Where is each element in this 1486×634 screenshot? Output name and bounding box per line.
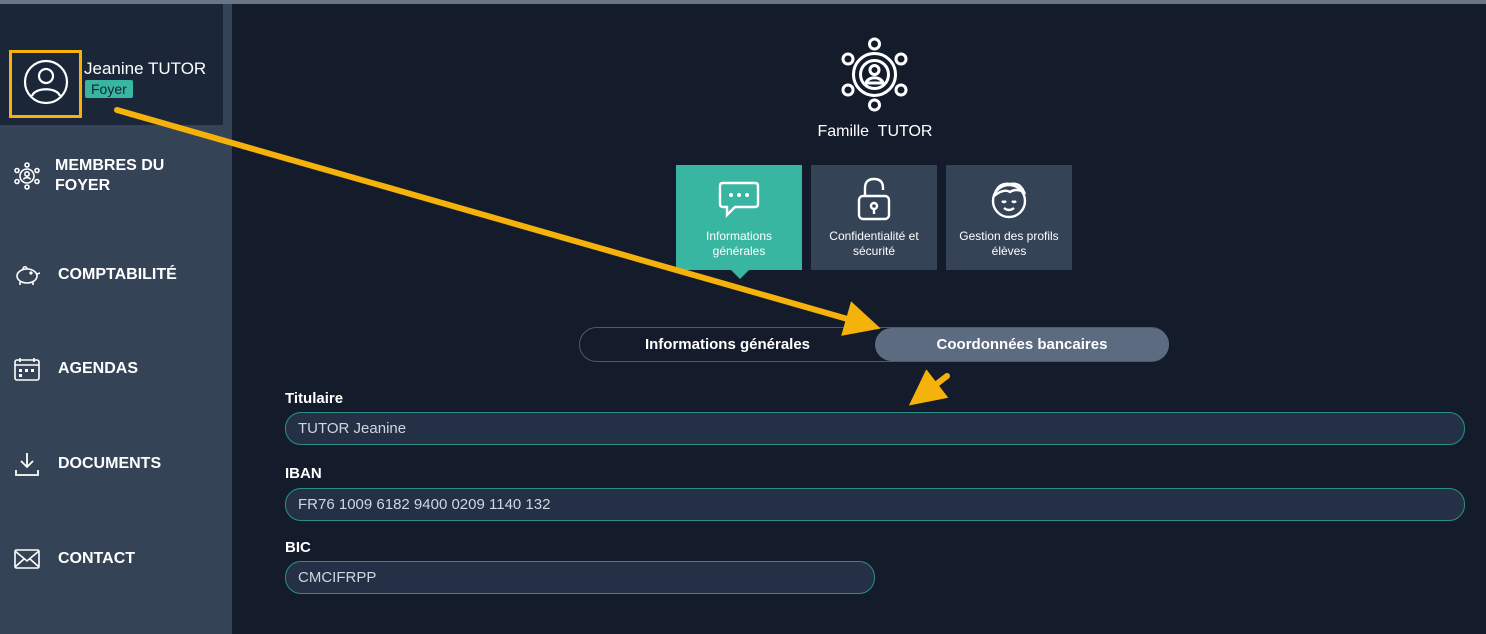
student-face-icon: [985, 175, 1033, 223]
sidebar-item-label: COMPTABILITÉ: [58, 266, 177, 283]
sidebar-item-contact[interactable]: CONTACT: [12, 544, 135, 574]
iban-label: IBAN: [285, 465, 322, 482]
sidebar-item-label: CONTACT: [58, 550, 136, 567]
bic-field[interactable]: CMCIFRPP: [285, 561, 875, 594]
envelope-icon: [12, 544, 42, 574]
sidebar-item-label: MEMBRES DU FOYER: [55, 157, 165, 194]
titulaire-field[interactable]: TUTOR Jeanine: [285, 412, 1465, 445]
user-name: Jeanine TUTOR: [84, 59, 207, 78]
sidebar-item-label: DOCUMENTS: [58, 455, 162, 472]
avatar[interactable]: [9, 50, 82, 118]
download-icon: [12, 449, 42, 479]
sidebar-item-documents[interactable]: DOCUMENTS: [12, 449, 161, 479]
card-label: Gestion des profils élèves: [959, 229, 1059, 258]
titulaire-label: Titulaire: [285, 390, 344, 407]
user-profile[interactable]: Jeanine TUTOR Foyer: [0, 4, 223, 125]
sidebar-item-label: AGENDAS: [58, 360, 139, 377]
chat-bubble-icon: [715, 175, 763, 223]
sidebar-item-agendas[interactable]: AGENDAS: [12, 354, 138, 384]
page-title: Famille TUTOR: [817, 123, 933, 140]
annotation-arrow-to-field: [908, 369, 950, 406]
user-circle-icon: [23, 59, 69, 110]
iban-field[interactable]: FR76 1009 6182 9400 0209 1140 132: [285, 488, 1465, 521]
lock-icon: [850, 175, 898, 223]
card-label: Informations générales: [705, 229, 773, 258]
tab-informations-generales[interactable]: Informations générales: [676, 165, 802, 270]
card-label: Confidentialité et sécurité: [829, 229, 919, 258]
bic-label: BIC: [285, 539, 311, 556]
sidebar-item-comptabilite[interactable]: COMPTABILITÉ: [12, 260, 177, 290]
window-top-border: [0, 0, 1486, 4]
subtab-bar: Informations générales Coordonnées banca…: [579, 327, 1169, 362]
family-network-icon: [836, 36, 913, 113]
subtab-coordonnees-bancaires[interactable]: Coordonnées bancaires: [875, 328, 1169, 361]
tab-confidentialite-securite[interactable]: Confidentialité et sécurité: [811, 165, 937, 270]
subtab-informations-generales[interactable]: Informations générales: [644, 336, 811, 353]
active-card-pointer: [731, 270, 749, 279]
tab-gestion-profils-eleves[interactable]: Gestion des profils élèves: [946, 165, 1072, 270]
piggy-bank-icon: [12, 260, 42, 290]
network-icon: [12, 161, 42, 191]
sidebar-item-membres-du-foyer[interactable]: MEMBRES DU FOYER: [12, 156, 185, 196]
sidebar: Jeanine TUTOR Foyer MEMBRES DU FOYER: [0, 4, 232, 634]
user-role-badge: Foyer: [85, 80, 133, 98]
calendar-icon: [12, 354, 42, 384]
